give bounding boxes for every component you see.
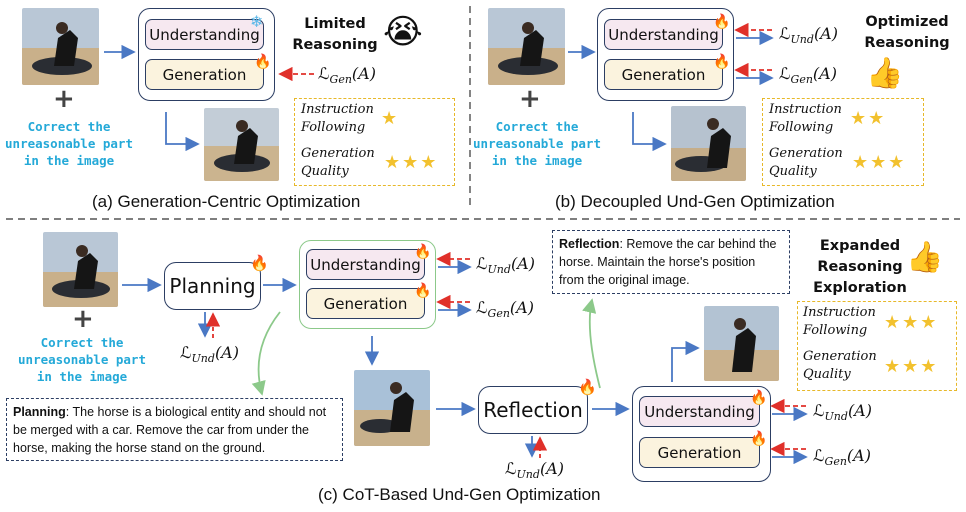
star-icon: ★★★: [884, 356, 939, 377]
plus-sign-b: +: [519, 84, 541, 114]
planning-text-box: Planning: The horse is a biological enti…: [6, 398, 343, 461]
loss-und-reflection: ℒUnd(A): [505, 459, 564, 482]
star-icon: ★★★: [852, 152, 907, 173]
generation-block-a: Generation: [145, 59, 264, 90]
fire-icon: 🔥: [414, 283, 432, 299]
generation-block-c2: Generation: [639, 437, 760, 468]
loss-und-b: ℒUnd(A): [779, 24, 838, 47]
star-icon: ★: [381, 108, 398, 129]
loss-gen-c-top: ℒGen(A): [476, 298, 534, 321]
thumbs-up-emoji-icon: 👍: [866, 56, 904, 91]
instruction-following-label-c: Instruction Following: [803, 305, 876, 338]
instruction-text-c: Correct the unreasonable part in the ima…: [18, 335, 146, 384]
expanded-reasoning-label: Expanded Reasoning Exploration: [813, 238, 907, 296]
planning-block: Planning: [164, 262, 261, 310]
instruction-text-a: Correct the unreasonable part in the ima…: [5, 119, 133, 168]
loss-gen-c-bottom: ℒGen(A): [813, 446, 871, 469]
generation-quality-label-a: Generation Quality: [301, 146, 375, 179]
fire-icon: 🔥: [254, 54, 272, 70]
loss-und-c-top: ℒUnd(A): [476, 254, 535, 277]
plus-sign-c: +: [72, 304, 94, 334]
output-horse-photo-b: [671, 106, 746, 181]
crying-emoji-icon: 😭: [383, 12, 423, 52]
input-horse-photo-a: [22, 8, 99, 85]
plus-sign-a: +: [53, 84, 75, 114]
star-icon: ★★★: [884, 312, 939, 333]
reflection-text-box: Reflection: Remove the car behind the ho…: [552, 230, 790, 294]
generation-quality-label-c: Generation Quality: [803, 349, 877, 382]
quality-box-c: [797, 301, 957, 391]
fire-icon: 🔥: [713, 14, 731, 30]
input-horse-photo-b: [488, 8, 565, 85]
understanding-block-a: Understanding: [145, 19, 264, 50]
loss-gen-b: ℒGen(A): [779, 64, 837, 87]
fire-icon: 🔥: [414, 244, 432, 260]
instruction-text-b: Correct the unreasonable part in the ima…: [473, 119, 601, 168]
understanding-block-c2: Understanding: [639, 396, 760, 427]
star-icon: ★★★: [384, 152, 439, 173]
thumbs-up-emoji-icon: 👍: [906, 240, 944, 275]
loss-und-planning: ℒUnd(A): [180, 343, 239, 366]
instruction-following-label-a: Instruction Following: [301, 102, 374, 135]
output-horse-photo-c: [704, 306, 779, 381]
limited-reasoning-label: Limited Reasoning: [292, 16, 378, 53]
fire-icon: 🔥: [713, 54, 731, 70]
understanding-block-b: Understanding: [604, 19, 723, 50]
fire-icon: 🔥: [250, 254, 269, 272]
generation-block-b: Generation: [604, 59, 723, 90]
quality-box-b: [762, 98, 924, 186]
star-icon: ★★: [850, 108, 887, 129]
instruction-following-label-b: Instruction Following: [769, 102, 842, 135]
fire-icon: 🔥: [578, 378, 597, 396]
loss-und-c-bottom: ℒUnd(A): [813, 401, 872, 424]
loss-gen-a: ℒGen(A): [318, 64, 376, 87]
quality-box-a: [294, 98, 455, 186]
fire-icon: 🔥: [750, 390, 768, 406]
generation-block-c: Generation: [306, 288, 425, 319]
understanding-block-c: Understanding: [306, 249, 425, 280]
intermediate-horse-photo-c: [354, 370, 430, 446]
fire-icon: 🔥: [750, 431, 768, 447]
input-horse-photo-c: [43, 232, 118, 307]
caption-a: (a) Generation-Centric Optimization: [92, 192, 361, 211]
reflection-block: Reflection: [478, 386, 588, 434]
optimized-reasoning-label: Optimized Reasoning: [864, 14, 950, 51]
generation-quality-label-b: Generation Quality: [769, 146, 843, 179]
output-horse-photo-a: [204, 108, 279, 181]
caption-b: (b) Decoupled Und-Gen Optimization: [555, 192, 835, 211]
snowflake-icon: ❄: [250, 12, 264, 31]
caption-c: (c) CoT-Based Und-Gen Optimization: [318, 485, 601, 504]
